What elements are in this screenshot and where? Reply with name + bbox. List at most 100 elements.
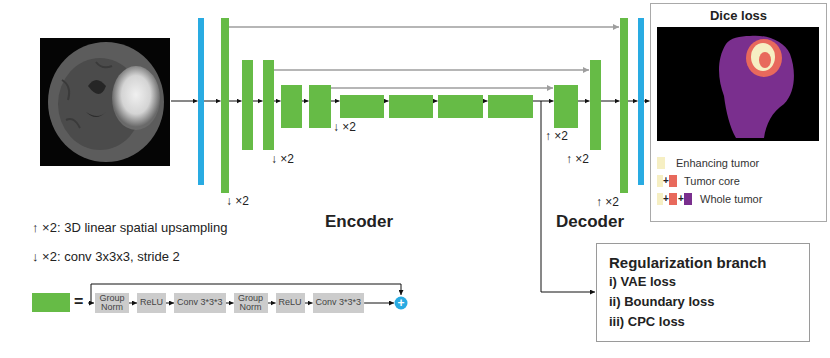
node-text: Conv 3*3*3 xyxy=(316,298,362,307)
segmentation-image xyxy=(657,27,819,141)
node-text: i) VAE loss xyxy=(609,272,797,292)
ventricle xyxy=(86,112,106,117)
residual-block-bar xyxy=(263,60,274,150)
flow-arrow xyxy=(229,101,242,102)
key-note: ↓ ×2: conv 3x3x3, stride 2 xyxy=(32,250,180,264)
operation-box: Group Norm xyxy=(95,293,129,313)
node-text: Regularization branch xyxy=(609,253,797,272)
flow-connector xyxy=(305,303,313,304)
residual-block-bar xyxy=(221,18,229,193)
mri-background xyxy=(40,38,170,166)
residual-block-bar xyxy=(242,60,253,150)
sum-circle: + xyxy=(394,296,408,310)
node-text: Group Norm xyxy=(98,294,126,313)
section-title: Decoder xyxy=(556,213,624,232)
branch-panel: Regularization branchi) VAE lossii) Boun… xyxy=(596,243,810,342)
node-text: Conv 3*3*3 xyxy=(177,298,223,307)
node-text: ii) Boundary loss xyxy=(609,292,797,312)
tumor-core-region xyxy=(746,39,782,77)
operation-box: ReLU xyxy=(137,293,166,313)
flow-arrow xyxy=(384,101,389,102)
flow-arrow xyxy=(533,101,554,102)
skip-connection xyxy=(274,69,589,71)
flow-arrow xyxy=(302,101,309,102)
skip-connection xyxy=(229,26,619,28)
residual-block-bar xyxy=(32,293,70,312)
operation-box: Group Norm xyxy=(234,293,268,313)
plus-sign: + xyxy=(678,193,684,204)
residual-block-bar xyxy=(389,95,433,118)
plus-sign: + xyxy=(663,175,669,186)
operation-box: Conv 3*3*3 xyxy=(174,293,226,313)
node-text: Dice loss xyxy=(651,8,826,24)
residual-block-bar xyxy=(554,85,578,128)
residual-block-bar xyxy=(309,85,331,128)
residual-block-bar xyxy=(488,95,533,118)
skip-connection xyxy=(331,87,553,89)
flow-connector xyxy=(129,303,137,304)
flow-arrow xyxy=(331,101,340,102)
legend-text: Enhancing tumor xyxy=(676,157,759,169)
residual-block-bar xyxy=(438,95,483,118)
ventricle xyxy=(88,80,106,94)
node-text: iii) CPC loss xyxy=(609,312,797,332)
legend-swatch xyxy=(684,193,692,205)
legend-swatch xyxy=(657,175,663,187)
flow-arrow xyxy=(274,101,281,102)
operation-box: Conv 3*3*3 xyxy=(313,293,365,313)
mri-image xyxy=(40,38,170,166)
legend-swatch xyxy=(669,175,677,187)
legend-text: Whole tumor xyxy=(700,193,762,205)
residual-block-bar xyxy=(340,95,384,118)
flow-arrow xyxy=(601,101,620,102)
whole-tumor-region xyxy=(719,36,794,138)
brain-sulci xyxy=(62,62,112,128)
brain-outline xyxy=(48,42,164,162)
legend-swatch xyxy=(657,157,665,169)
flow-arrow xyxy=(253,101,263,102)
upsample-label: ↑ ×2 xyxy=(566,153,589,166)
flow-connector xyxy=(268,303,276,304)
flow-connector xyxy=(364,303,394,304)
lesion xyxy=(112,66,160,130)
tumor-core-region xyxy=(759,52,771,68)
legend-swatch xyxy=(657,193,663,205)
residual-block-bar xyxy=(281,85,302,128)
conv-layer-bar xyxy=(638,18,644,185)
section-title: Encoder xyxy=(325,213,393,232)
node-text: + xyxy=(394,296,408,310)
flow-arrow xyxy=(171,101,198,102)
operation-box: ReLU xyxy=(276,293,305,313)
branch-arrow xyxy=(541,101,595,292)
node-text: ReLU xyxy=(140,298,163,307)
flow-arrow xyxy=(204,101,221,102)
segmentation-background xyxy=(657,27,819,141)
upsample-label: ↑ ×2 xyxy=(545,130,568,143)
loss-panel: Dice loss xyxy=(650,3,827,222)
key-note: ↑ ×2: 3D linear spatial upsampling xyxy=(32,221,227,235)
flow-connector xyxy=(166,303,174,304)
legend-swatch xyxy=(669,193,677,205)
upsample-label: ↑ ×2 xyxy=(596,196,619,209)
equals-sign: = xyxy=(74,293,83,311)
plus-sign: + xyxy=(663,193,669,204)
flow-arrow xyxy=(628,101,638,102)
conv-layer-bar xyxy=(198,18,204,185)
flow-arrow xyxy=(644,101,650,102)
flow-connector xyxy=(226,303,234,304)
flow-arrow xyxy=(433,101,438,102)
downsample-label: ↓ ×2 xyxy=(333,121,356,134)
enhancing-tumor-region xyxy=(751,43,775,71)
node-text: ReLU xyxy=(279,298,302,307)
node-text: Group Norm xyxy=(237,294,265,313)
sum-circle-fill xyxy=(395,297,408,310)
residual-block-bar xyxy=(620,18,628,193)
downsample-label: ↓ ×2 xyxy=(226,195,249,208)
flow-arrows xyxy=(171,101,650,102)
downsample-label: ↓ ×2 xyxy=(271,153,294,166)
legend-text: Tumor core xyxy=(684,175,740,187)
network-bars xyxy=(198,18,644,193)
flow-arrow xyxy=(483,101,488,102)
